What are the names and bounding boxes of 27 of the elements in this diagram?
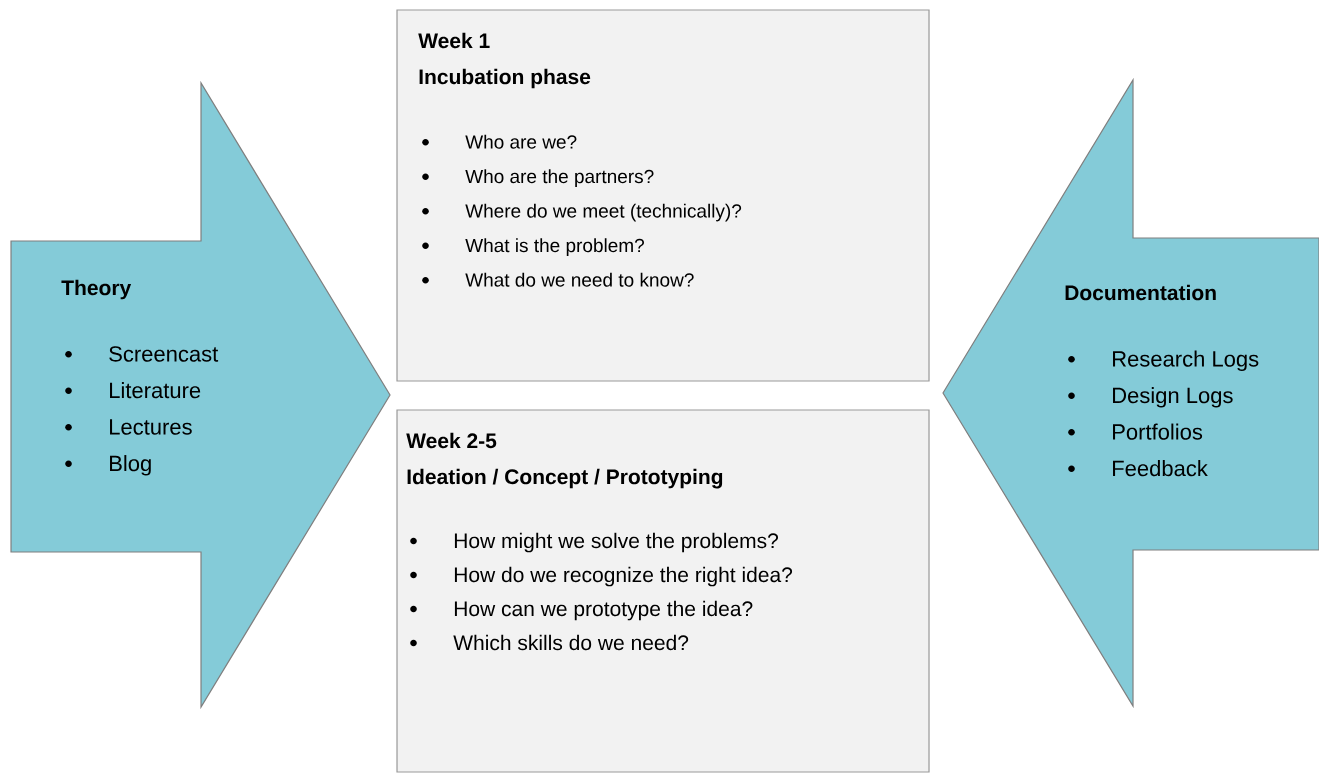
list-item: Lectures xyxy=(65,419,192,435)
text-box xyxy=(396,409,930,773)
list-item: What do we need to know? xyxy=(422,272,694,287)
list-item: Which skills do we need? xyxy=(410,634,689,651)
list-item: Literature xyxy=(65,382,201,399)
list-item: Screencast xyxy=(65,346,219,362)
arrow-shape xyxy=(942,77,1319,709)
heading: Theory xyxy=(61,279,132,300)
heading: Ideation / Concept / Prototyping xyxy=(407,468,723,489)
list-item: Blog xyxy=(65,455,151,476)
list-item: Portfolios xyxy=(1068,423,1203,440)
heading: Week 2-5 xyxy=(406,432,497,449)
list-item: Who are we? xyxy=(422,134,577,149)
list-item: How might we solve the problems? xyxy=(410,532,778,553)
text-box xyxy=(396,9,930,382)
list-item: Feedback xyxy=(1068,460,1208,477)
list-item: Design Logs xyxy=(1068,387,1233,408)
list-item: Where do we meet (technically)? xyxy=(422,203,742,222)
list-item: Research Logs xyxy=(1068,350,1259,372)
arrow-shape xyxy=(10,80,391,710)
heading: Documentation xyxy=(1065,284,1216,301)
heading: Week 1 xyxy=(418,32,490,49)
list-item: Who are the partners? xyxy=(422,169,654,187)
list-item: What is the problem? xyxy=(422,238,644,256)
heading: Incubation phase xyxy=(419,68,591,89)
list-item: How do we recognize the right idea? xyxy=(410,566,793,587)
list-item: How can we prototype the idea? xyxy=(410,600,753,621)
